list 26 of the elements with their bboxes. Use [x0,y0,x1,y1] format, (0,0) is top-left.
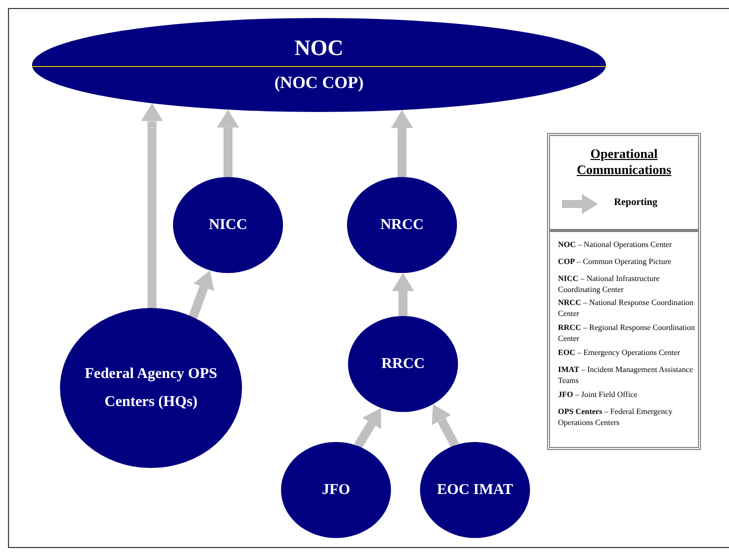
node-label: JFO [322,481,350,500]
abbreviation-text: NICC – National Infrastructure Coordinating Center [558,274,661,295]
abbreviation-text: NOC – National Operations Center [558,240,673,250]
arrow [391,110,413,177]
arrow [392,273,414,316]
arrow [141,103,163,308]
arrow [354,408,382,448]
arrow [217,110,239,177]
node-label: EOC IMAT [437,481,513,500]
node-label: RRCC [381,355,425,374]
legend-title: Operational Communications [576,146,672,178]
legend-label: Reporting [614,197,658,208]
node-label: Federal Agency OPS Centers (HQs) [84,365,218,412]
node-label: NRCC [380,216,424,235]
abbreviation-text: NRCC – National Response Coordination Center [558,298,695,319]
arrow [188,270,214,319]
arrow [432,404,459,448]
abbreviation-text: JFO – Joint Field Office [558,390,638,400]
node-title: NOC [294,38,344,58]
node-label: NICC [208,216,248,235]
abbreviation-text: COP – Common Operating Picture [558,257,672,268]
node-subtitle: (NOC COP) [274,72,364,92]
abbreviation-text: RRCC – Regional Response Coordination Center [558,323,696,344]
abbreviation-text: EOC – Emergency Operations Center [558,348,682,358]
abbreviation-text: IMAT – Incident Management Assistance Teams [558,365,694,386]
abbreviation-text: OPS Centers – Federal Emergency Operations Centers [558,407,674,428]
